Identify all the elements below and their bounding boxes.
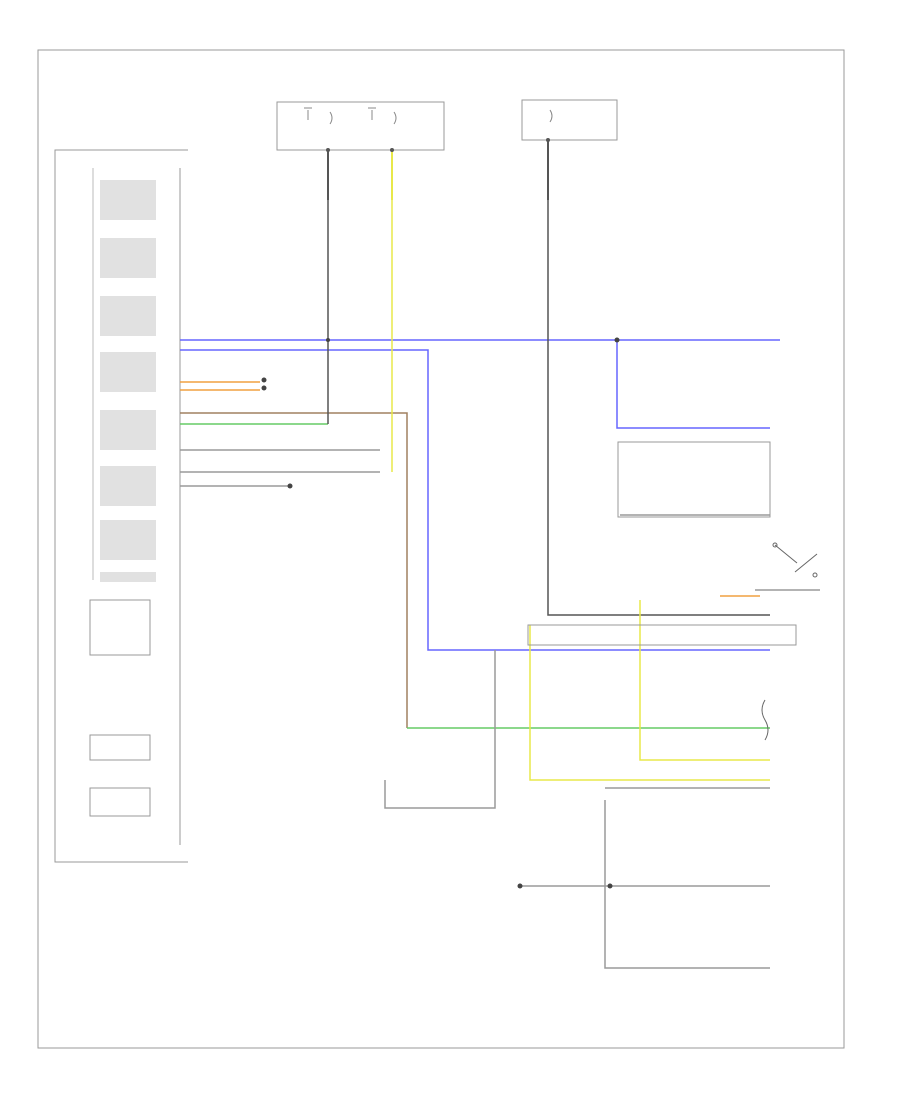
solenoid-stack: [100, 180, 156, 582]
wire-gray-5: [604, 800, 770, 969]
diagram-frame: [37, 49, 845, 1049]
sensor-box-2: [89, 734, 151, 761]
wire-yellow-lower: [639, 600, 770, 761]
component-box-right-2: [527, 624, 797, 646]
wire-gray-mid: [384, 650, 496, 809]
wire-blue-drop: [616, 340, 770, 429]
pressure-switch-symbol: [761, 699, 769, 741]
wire-harness: [180, 200, 820, 969]
wire-blue-2: [180, 349, 770, 651]
wire-yellow-lower-2: [529, 625, 770, 781]
splice-points: [261, 337, 620, 889]
wire-brown: [180, 412, 408, 728]
fuse-block-right: [521, 99, 618, 200]
component-box-right-1: [617, 441, 771, 518]
sensor-box-3: [89, 787, 151, 817]
sensor-box-1: [89, 599, 151, 656]
fuse-block-left: [276, 101, 445, 200]
switch-symbol: [772, 542, 818, 578]
transmission-control-module: [54, 149, 188, 863]
wire-dark-548: [547, 200, 770, 616]
